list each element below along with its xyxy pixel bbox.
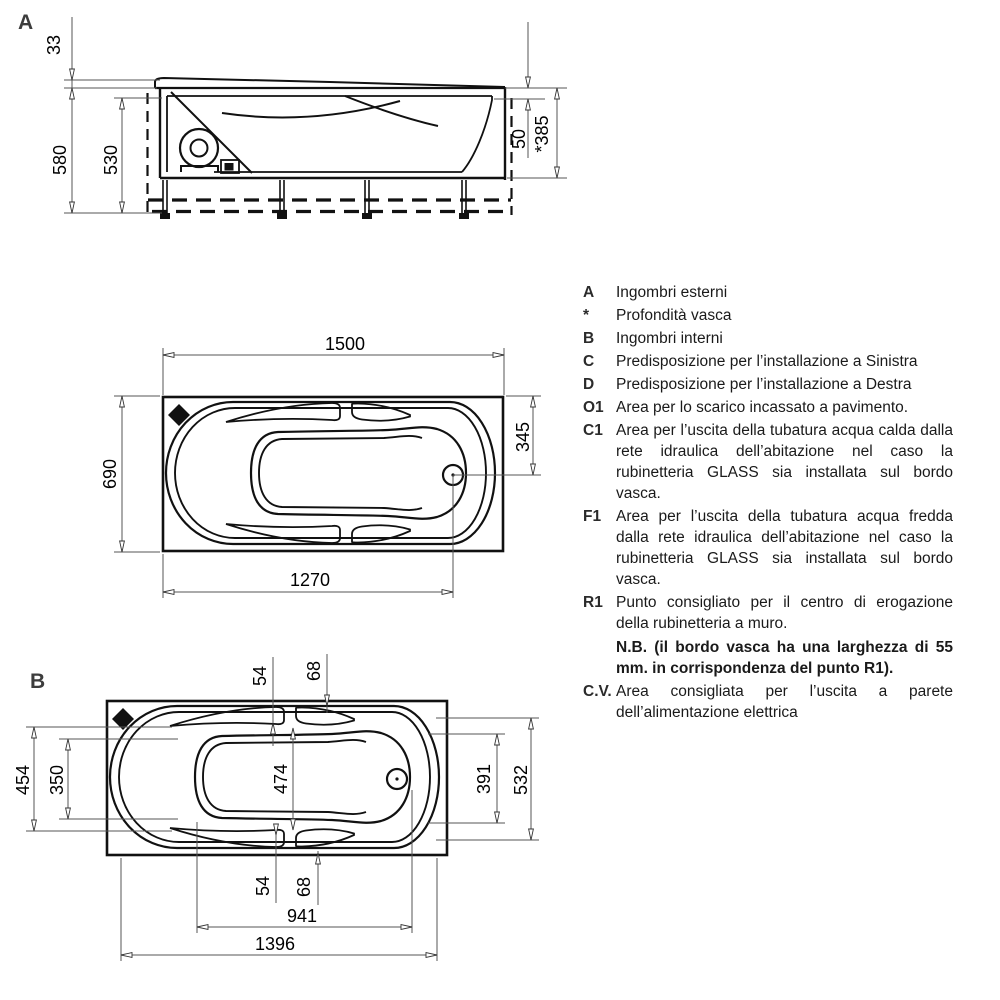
pump-motor bbox=[178, 127, 240, 174]
frame-legs bbox=[162, 180, 467, 213]
dim-50: 50 bbox=[509, 129, 529, 149]
legend-item-r1: R1 Punto consigliato per il centro di er… bbox=[583, 592, 953, 679]
legend-key: C.V. bbox=[583, 683, 612, 700]
frame-feet bbox=[160, 213, 469, 219]
legend-key: O1 bbox=[583, 399, 604, 416]
legend-text: Punto consigliato per il centro di eroga… bbox=[616, 594, 953, 632]
legend-key: * bbox=[583, 307, 590, 324]
legend-item-a: A Ingombri esterni bbox=[583, 282, 953, 303]
motor-label-icon bbox=[224, 163, 234, 171]
view-b-label: B bbox=[30, 670, 45, 693]
legend-item-b: B Ingombri interni bbox=[583, 328, 953, 349]
dim-580: 580 bbox=[50, 145, 70, 175]
legend-text: Ingombri esterni bbox=[616, 284, 728, 301]
legend-text: Area consigliata per l’uscita a parete d… bbox=[616, 683, 953, 721]
legend-text: Area per l’uscita della tubatura acqua f… bbox=[616, 508, 953, 588]
legend-item-d: D Predisposizione per l’installazione a … bbox=[583, 374, 953, 395]
dim-68-top: 68 bbox=[304, 661, 324, 681]
legend-key: C1 bbox=[583, 422, 603, 439]
legend-key: B bbox=[583, 330, 595, 347]
view-b-dimensions: 454 350 474 391 532 54 68 54 68 941 1396 bbox=[13, 654, 539, 961]
legend-text: Ingombri interni bbox=[616, 330, 723, 347]
dim-68-bottom: 68 bbox=[294, 877, 314, 897]
legend-item-o1: O1 Area per lo scarico incassato a pavim… bbox=[583, 397, 953, 418]
legend-item-cv: C.V. Area consigliata per l’uscita a par… bbox=[583, 681, 953, 723]
legend-item-asterisk: * Profondità vasca bbox=[583, 305, 953, 326]
dim-54-bottom: 54 bbox=[253, 876, 273, 896]
dim-474: 474 bbox=[271, 764, 291, 794]
legend-key: A bbox=[583, 284, 595, 301]
dim-391: 391 bbox=[474, 764, 494, 794]
legend-text: Profondità vasca bbox=[616, 307, 732, 324]
legend-note-nb: N.B. (il bordo vasca ha una larghezza di… bbox=[616, 639, 953, 677]
legend-item-f1: F1 Area per l’uscita della tubatura acqu… bbox=[583, 506, 953, 590]
legend-text: Area per lo scarico incassato a paviment… bbox=[616, 399, 909, 416]
dim-385-depth: *385 bbox=[532, 115, 552, 152]
interior-curve-near bbox=[344, 95, 439, 127]
dim-530: 530 bbox=[101, 145, 121, 175]
legend-item-c: C Predisposizione per l’installazione a … bbox=[583, 351, 953, 372]
motor-label-plate bbox=[220, 159, 240, 174]
view-plan-external: 1500 690 345 1270 bbox=[100, 334, 541, 598]
plan-external-dimensions: 1500 690 345 1270 bbox=[100, 334, 541, 598]
dim-54-top: 54 bbox=[250, 666, 270, 686]
support-frame bbox=[146, 93, 513, 219]
legend: A Ingombri esterni * Profondità vasca B … bbox=[583, 282, 953, 725]
dim-454: 454 bbox=[13, 765, 33, 795]
dim-532: 532 bbox=[511, 765, 531, 795]
dim-1270: 1270 bbox=[290, 570, 330, 590]
view-a-label: A bbox=[18, 11, 33, 34]
dim-345: 345 bbox=[513, 422, 533, 452]
legend-text: Area per l’uscita della tubatura acqua c… bbox=[616, 422, 953, 502]
view-a-dimensions: 33 580 530 50 *385 bbox=[44, 17, 567, 214]
legend-key: R1 bbox=[583, 594, 603, 611]
legend-key: D bbox=[583, 376, 595, 393]
dim-941: 941 bbox=[287, 906, 317, 926]
legend-key: C bbox=[583, 353, 595, 370]
interior-curve-far bbox=[221, 100, 401, 119]
view-b-plan-internal: B bbox=[13, 654, 539, 961]
legend-item-c1: C1 Area per l’uscita della tubatura acqu… bbox=[583, 420, 953, 504]
view-a-side-elevation: A bbox=[18, 11, 567, 219]
legend-text: Predisposizione per l’installazione a Si… bbox=[616, 353, 918, 370]
dim-33: 33 bbox=[44, 35, 64, 55]
dim-1396: 1396 bbox=[255, 934, 295, 954]
legend-key: F1 bbox=[583, 508, 602, 525]
dim-350: 350 bbox=[47, 765, 67, 795]
legend-text: Predisposizione per l’installazione a De… bbox=[616, 376, 912, 393]
dim-1500: 1500 bbox=[325, 334, 365, 354]
dim-690: 690 bbox=[100, 459, 120, 489]
